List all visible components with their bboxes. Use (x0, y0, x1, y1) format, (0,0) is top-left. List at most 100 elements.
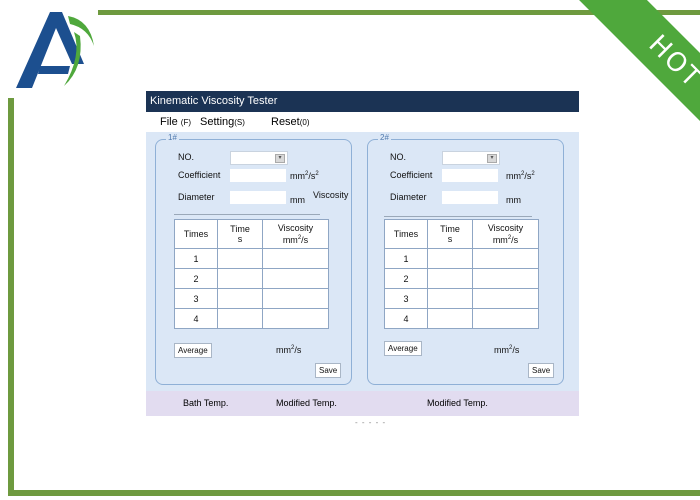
col-viscosity-unit: mm (282, 235, 298, 245)
coefficient-unit-text: mm (290, 171, 305, 181)
frame-left-bar (8, 98, 14, 494)
no-select[interactable]: ▾ (230, 151, 288, 165)
no-label: NO. (178, 152, 195, 162)
diameter-unit: mm (290, 195, 305, 205)
table-row: 2 (174, 268, 329, 289)
menu-file-label: File (160, 116, 178, 128)
coefficient-field[interactable] (230, 169, 286, 182)
menu-setting-label: Setting (200, 116, 235, 128)
row-number: 1 (174, 248, 218, 269)
diameter-field[interactable] (442, 191, 498, 204)
modified-temp-label-2: Modified Temp. (427, 398, 488, 408)
panel-1: 1# NO. ▾ Coefficient mm2/s2 Diameter mm … (155, 133, 352, 385)
col-times: Times (384, 219, 428, 249)
col-time-label: Time (230, 224, 250, 234)
coefficient-unit: mm2/s2 (290, 171, 319, 181)
time-cell[interactable] (427, 248, 473, 269)
table-row: 4 (174, 308, 329, 329)
col-viscosity-label: Viscosity (487, 223, 524, 233)
menu-setting[interactable]: Setting(S) (200, 112, 245, 133)
menu-file[interactable]: File (F) (160, 112, 191, 133)
row-number: 4 (174, 308, 218, 329)
col-times: Times (174, 219, 218, 249)
average-unit-text: mm (494, 345, 509, 355)
table-row: 1 (384, 248, 539, 269)
panel-2: 2# NO. ▾ Coefficient mm2/s2 Diameter mm … (367, 133, 564, 385)
viscosity-cell[interactable] (262, 288, 329, 309)
viscosity-cell[interactable] (262, 248, 329, 269)
time-cell[interactable] (427, 268, 473, 289)
separator (384, 216, 532, 217)
average-button[interactable]: Average (384, 341, 422, 356)
row-number: 1 (384, 248, 428, 269)
row-number: 2 (174, 268, 218, 289)
diameter-unit: mm (506, 195, 521, 205)
time-cell[interactable] (217, 288, 263, 309)
viscosity-cell[interactable] (262, 308, 329, 329)
app-window: Kinematic Viscosity Tester File (F) Sett… (146, 91, 579, 416)
average-unit: mm2/s (494, 345, 520, 355)
diameter-label: Diameter (390, 192, 427, 202)
time-cell[interactable] (427, 308, 473, 329)
viscosity-cell[interactable] (262, 268, 329, 289)
viscosity-cell[interactable] (472, 308, 539, 329)
table-row: 4 (384, 308, 539, 329)
time-cell[interactable] (427, 288, 473, 309)
chevron-down-icon: ▾ (487, 154, 497, 163)
menu-reset[interactable]: Reset(0) (271, 112, 310, 133)
col-viscosity-label: Viscosity (277, 223, 314, 233)
window-title: Kinematic Viscosity Tester (146, 91, 579, 112)
no-select[interactable]: ▾ (442, 151, 500, 165)
row-number: 4 (384, 308, 428, 329)
time-cell[interactable] (217, 308, 263, 329)
viscosity-side-label: Viscosity (313, 190, 349, 200)
row-number: 3 (174, 288, 218, 309)
row-number: 3 (384, 288, 428, 309)
footer-dashes: - - - - - (355, 418, 387, 427)
menu-bar: File (F) Setting(S) Reset(0) (146, 112, 579, 132)
save-button[interactable]: Save (315, 363, 342, 378)
average-unit-text: mm (276, 345, 291, 355)
frame-top-bar (98, 10, 700, 15)
no-label: NO. (390, 152, 407, 162)
time-cell[interactable] (217, 268, 263, 289)
save-button[interactable]: Save (528, 363, 555, 378)
table-row: 2 (384, 268, 539, 289)
hot-badge-text: HOT (642, 29, 700, 95)
average-button[interactable]: Average (174, 343, 212, 358)
status-bar: Bath Temp. Modified Temp. Modified Temp. (146, 391, 579, 416)
frame-bottom-bar (8, 490, 700, 496)
a-letter-logo-icon (16, 12, 94, 88)
viscosity-cell[interactable] (472, 288, 539, 309)
viscosity-cell[interactable] (472, 268, 539, 289)
col-time-label: Time (440, 224, 460, 234)
viscosity-cell[interactable] (472, 248, 539, 269)
modified-temp-label-1: Modified Temp. (276, 398, 337, 408)
average-unit: mm2/s (276, 345, 302, 355)
menu-reset-shortcut: (0) (299, 118, 310, 127)
col-time-unit: s (447, 234, 453, 244)
coefficient-label: Coefficient (390, 170, 433, 180)
menu-reset-label: Reset (271, 116, 300, 128)
col-time-unit: s (237, 234, 243, 244)
diameter-field[interactable] (230, 191, 286, 204)
coefficient-label: Coefficient (178, 170, 221, 180)
menu-setting-shortcut: (S) (234, 118, 245, 127)
panel-2-title: 2# (378, 133, 391, 142)
table-row: 1 (174, 248, 329, 269)
separator (174, 214, 320, 215)
table-row: 3 (384, 288, 539, 309)
col-viscosity-unit: mm (492, 235, 508, 245)
coefficient-unit-text: mm (506, 171, 521, 181)
table-row: 3 (174, 288, 329, 309)
row-number: 2 (384, 268, 428, 289)
time-cell[interactable] (217, 248, 263, 269)
coefficient-field[interactable] (442, 169, 498, 182)
chevron-down-icon: ▾ (275, 154, 285, 163)
